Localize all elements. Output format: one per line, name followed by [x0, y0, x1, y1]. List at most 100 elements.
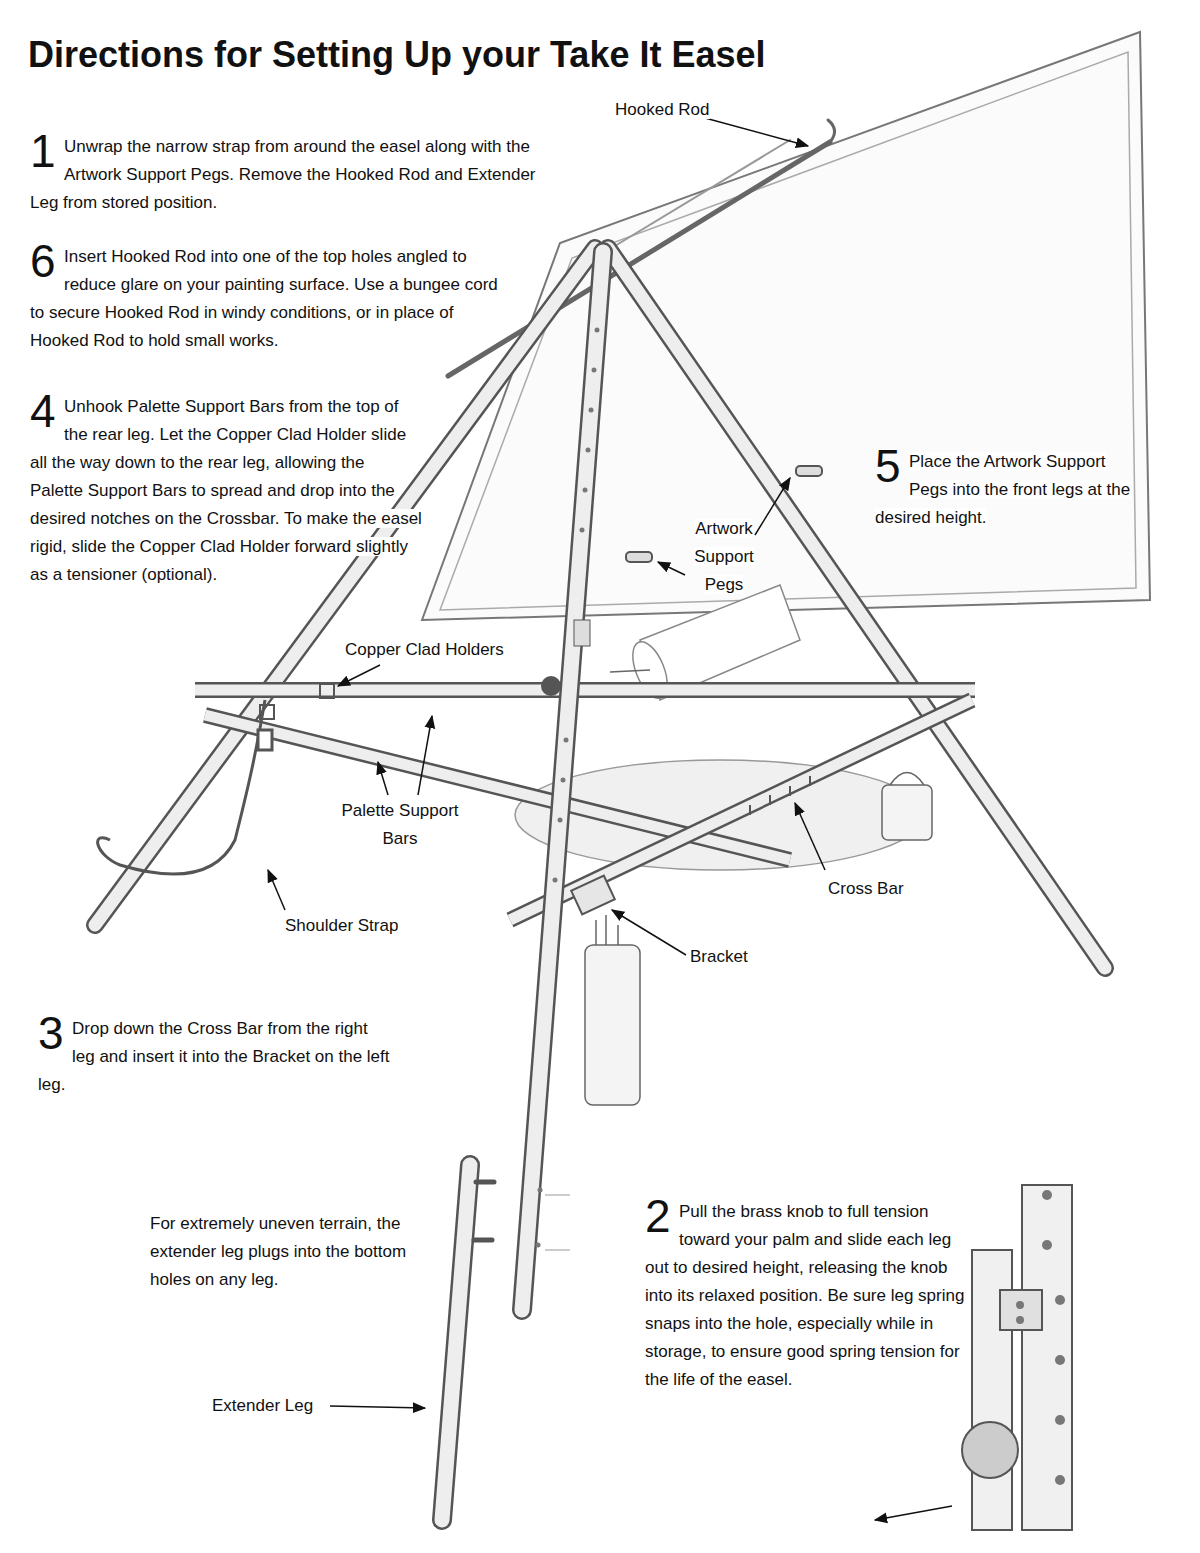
instruction-text: Place the Artwork Support Pegs into the … [875, 452, 1130, 527]
shoulder-strap-part [98, 700, 265, 874]
knob-detail [962, 1185, 1072, 1530]
knob-detail-part-part [1055, 1295, 1065, 1305]
knob-detail-part [1022, 1185, 1072, 1530]
part-label: Artwork Support Pegs [676, 515, 772, 599]
leader-lines-part [705, 118, 808, 146]
step-number: 3 [38, 1010, 64, 1056]
part-label: Copper Clad Holders [345, 636, 535, 664]
indent-spacer [30, 133, 64, 183]
leader-lines-part [875, 1506, 952, 1520]
part-label: Shoulder Strap [285, 912, 435, 940]
part-label: For extremely uneven terrain, the extend… [150, 1210, 432, 1294]
step-number: 5 [875, 443, 901, 489]
palette-support-bars-part [195, 682, 975, 698]
center-leg-part-part [580, 528, 585, 533]
leader-lines-part [338, 665, 380, 686]
bucket-part [882, 785, 932, 840]
shoulder-strap-part [258, 730, 272, 750]
label-text: Extender Leg [212, 1396, 313, 1415]
bucket-part [890, 773, 924, 786]
part-label: Bracket [690, 943, 780, 971]
knob-detail-part-part [1055, 1415, 1065, 1425]
knob-detail-part-part [1016, 1316, 1024, 1324]
instruction-text: Unwrap the narrow strap from around the … [30, 137, 536, 212]
bracket-part [571, 876, 615, 915]
copper-clad-holders-part [320, 684, 334, 698]
knob-detail-part-part [1016, 1301, 1024, 1309]
knob-detail-part-part [1055, 1355, 1065, 1365]
right-leg-part [608, 248, 1105, 968]
label-text: Palette Support Bars [341, 801, 458, 848]
extender-leg-part [545, 1195, 570, 1250]
palette-support-bars-part [205, 715, 790, 860]
step-number: 4 [30, 388, 56, 434]
center-leg-part [522, 252, 603, 1310]
center-leg-part-part [589, 408, 594, 413]
knob-detail-part [1000, 1290, 1042, 1330]
instruction-text: Drop down the Cross Bar from the right l… [38, 1019, 390, 1094]
label-text: Hooked Rod [615, 100, 710, 119]
indent-spacer [30, 393, 64, 443]
step-number: 2 [645, 1193, 671, 1239]
knob-detail-part-part [1042, 1240, 1052, 1250]
copper-clad-holders [260, 684, 334, 719]
extender-leg-part [442, 1165, 470, 1520]
cross-bar-part [750, 776, 810, 815]
brush-pouch [585, 915, 640, 1105]
center-leg-part-part [538, 1188, 543, 1193]
center-leg-part-part [561, 778, 566, 783]
center-leg-part [522, 252, 603, 1310]
center-leg-part [536, 328, 600, 1248]
center-leg-part-part [564, 738, 569, 743]
palette-support-bars-part [205, 715, 790, 860]
brush-pouch-part [585, 945, 640, 1105]
indent-spacer [645, 1198, 679, 1248]
label-text: Artwork Support Pegs [694, 519, 754, 594]
hooked-rod-part [600, 140, 790, 255]
center-leg-part-part [553, 878, 558, 883]
label-text: For extremely uneven terrain, the extend… [150, 1214, 406, 1289]
indent-spacer [30, 243, 64, 293]
palette-support-bars-part [195, 685, 975, 696]
shoulder-strap [98, 700, 272, 874]
step-number: 1 [30, 128, 56, 174]
leader-lines-part [612, 910, 686, 955]
cross-bar-part [510, 700, 972, 920]
indent-spacer [38, 1015, 72, 1065]
knob-detail-part [962, 1422, 1018, 1478]
hooked-rod [448, 120, 835, 376]
center-leg [522, 252, 603, 1310]
step-instruction: Unhook Palette Support Bars from the top… [30, 393, 422, 589]
page-title: Directions for Setting Up your Take It E… [28, 34, 766, 76]
hooked-rod-part [828, 120, 835, 142]
cross-bar-part [510, 700, 972, 920]
instruction-text: Insert Hooked Rod into one of the top ho… [30, 247, 498, 350]
part-label: Extender Leg [212, 1392, 332, 1420]
center-leg-part-part [586, 448, 591, 453]
label-text: Shoulder Strap [285, 916, 398, 935]
bracket [571, 876, 615, 915]
leader-lines-part [795, 803, 825, 870]
extender-leg-part [474, 1182, 494, 1240]
right-leg [608, 248, 1105, 968]
center-leg-part [541, 676, 561, 696]
indent-spacer [875, 448, 909, 498]
leader-lines-part [755, 478, 790, 535]
right-leg-part [608, 248, 1105, 968]
instruction-text: Pull the brass knob to full tension towa… [645, 1202, 964, 1389]
bucket [882, 773, 932, 841]
part-label: Cross Bar [828, 875, 938, 903]
brush-pouch-part [596, 915, 618, 945]
cross-bar [510, 700, 972, 920]
extender-leg-part [442, 1165, 470, 1520]
leader-lines-part [268, 870, 285, 910]
center-leg-part-part [536, 1243, 541, 1248]
knob-detail-part-part [1042, 1190, 1052, 1200]
label-text: Cross Bar [828, 879, 904, 898]
part-label: Palette Support Bars [335, 797, 465, 853]
label-text: Bracket [690, 947, 748, 966]
palette-support-bars [195, 690, 975, 860]
leader-lines-part [658, 562, 685, 575]
